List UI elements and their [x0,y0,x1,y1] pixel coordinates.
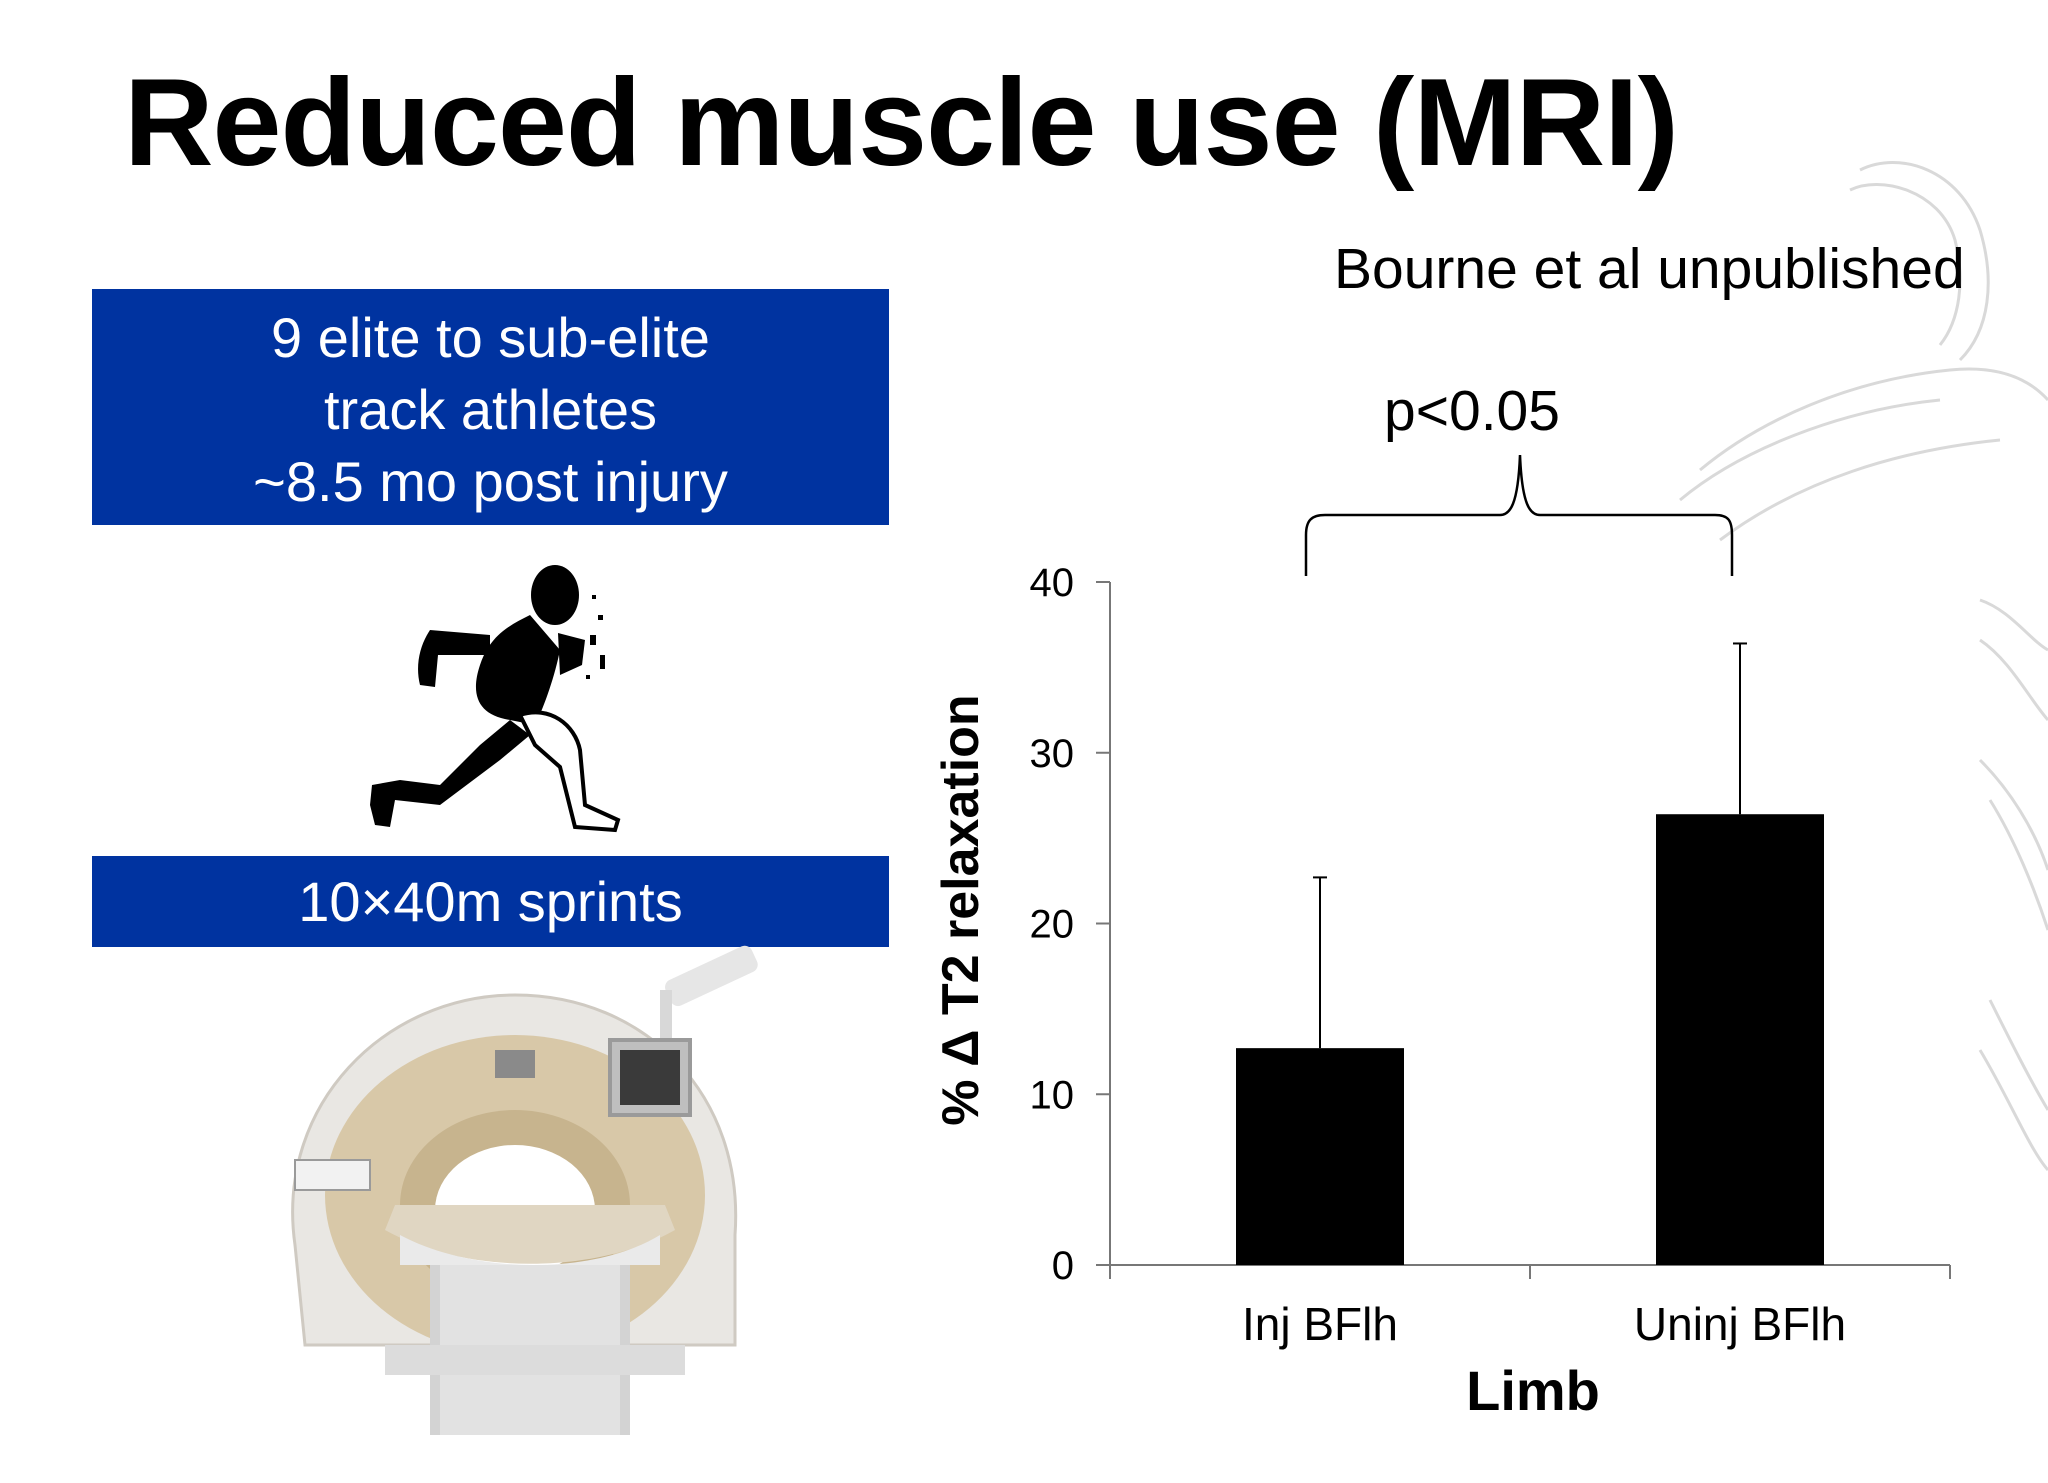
x-tick-label: Inj BFlh [1242,1298,1398,1350]
runner-silhouette-icon [370,565,621,833]
source-citation: Bourne et al unpublished [1334,237,1965,301]
significance-bracket [1304,454,1734,576]
slide-title: Reduced muscle use (MRI) [124,54,1679,192]
bar [1236,1048,1404,1265]
protocol-box: 10×40m sprints [92,856,889,947]
info-line: ~8.5 mo post injury [253,450,728,513]
y-tick-label: 40 [1030,561,1075,605]
x-tick-label: Uninj BFlh [1634,1298,1846,1350]
info-line: 9 elite to sub-elite [271,306,710,369]
significance-label: p<0.05 [1384,379,1560,443]
bar [1656,814,1824,1265]
y-axis-label: % Δ T2 relaxation [932,694,990,1125]
y-tick-label: 10 [1030,1073,1075,1117]
y-tick-label: 20 [1030,903,1075,947]
info-line: track athletes [323,378,658,441]
y-tick-label: 0 [1052,1244,1074,1288]
athlete-info-box: 9 elite to sub-elite track athletes ~8.5… [92,289,889,525]
mri-scanner-image [291,945,758,1435]
y-tick-label: 30 [1030,732,1075,776]
x-axis-label: Limb [1466,1359,1600,1422]
